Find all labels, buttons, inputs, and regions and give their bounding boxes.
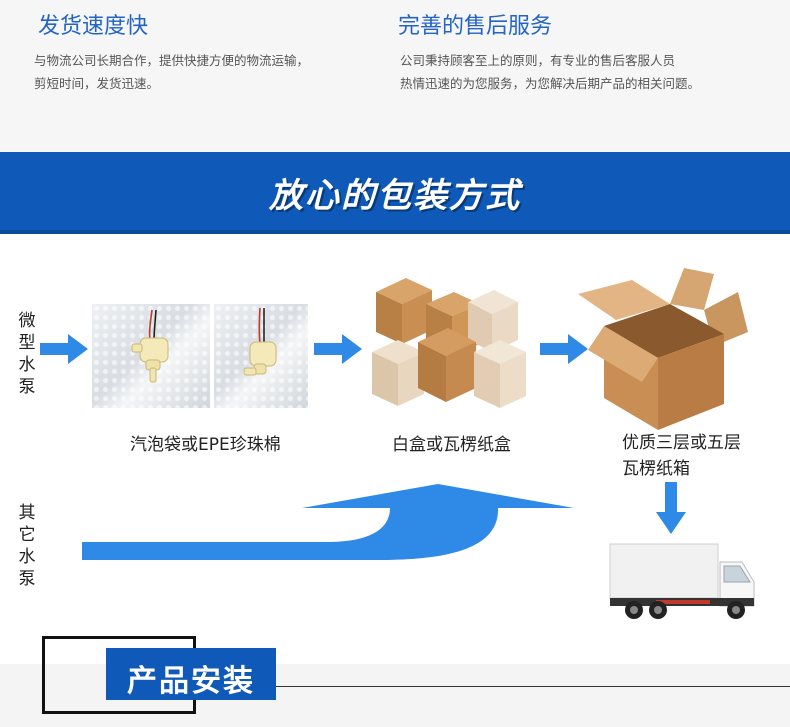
epe-foam-photo	[214, 304, 308, 408]
white-box-icon	[468, 290, 518, 352]
row1-label-char: 微	[18, 311, 36, 331]
service-title-aftersales: 完善的售后服务	[398, 14, 553, 39]
step1-caption: 汽泡袋或EPE珍珠棉	[130, 435, 281, 455]
kraft-box-icon	[418, 328, 476, 402]
pump-in-bubble-icon	[131, 309, 169, 383]
banner-title: 放心的包装方式	[269, 176, 521, 216]
packaging-banner: 放心的包装方式	[0, 152, 790, 234]
pump-in-foam-icon	[243, 307, 277, 376]
small-boxes-image	[372, 278, 526, 408]
service-desc-aftersales-line1: 公司秉持顾客至上的原则，有专业的售后客服人员	[400, 53, 676, 68]
row2-label-char: 其	[18, 503, 36, 523]
packaging-flow: 微 型 水 泵	[0, 236, 790, 664]
row2-label-char: 它	[18, 525, 36, 545]
row1-label-char: 泵	[18, 377, 36, 397]
row1-label-char: 型	[18, 333, 36, 353]
row2-label-char: 泵	[18, 569, 36, 589]
install-title: 产品安装	[127, 664, 255, 699]
arrow-down-icon	[656, 482, 686, 534]
service-desc-shipping-line2: 剪短时间，发货迅速。	[34, 76, 160, 91]
carton-front	[658, 334, 724, 430]
carton-flap	[578, 280, 670, 320]
carton-flap	[670, 268, 714, 310]
corrugated-carton-image	[578, 268, 748, 430]
service-section: 发货速度快 与物流公司长期合作，提供快捷方便的物流运输， 剪短时间，发货迅速。 …	[0, 0, 790, 152]
service-title-shipping: 发货速度快	[38, 14, 149, 39]
delivery-truck-image	[609, 543, 755, 619]
truck-window	[723, 565, 751, 583]
truck-side-bar	[656, 600, 710, 604]
row1-label: 微 型 水 泵	[16, 310, 38, 398]
service-desc-shipping-line1: 与物流公司长期合作，提供快捷方便的物流运输，	[34, 53, 310, 68]
white-box-icon	[372, 340, 424, 406]
step3-caption-line1: 优质三层或五层	[622, 433, 741, 453]
row2-label-char: 水	[18, 547, 36, 567]
row1-label-char: 水	[18, 355, 36, 375]
arrow-right-icon	[314, 334, 362, 364]
bent-arrow-icon	[82, 484, 574, 560]
bubble-wrap-photo	[92, 304, 210, 408]
install-heading-tag: 产品安装	[106, 648, 276, 700]
kraft-box-icon	[376, 278, 432, 344]
step3-caption-line2: 瓦楞纸箱	[622, 459, 690, 479]
white-box-icon	[474, 340, 526, 408]
carton-inside	[604, 304, 724, 358]
row2-label: 其 它 水 泵	[16, 502, 38, 590]
step2-caption: 白盒或瓦楞纸盒	[392, 435, 511, 455]
truck-cargo-box	[609, 543, 719, 599]
arrow-right-icon	[540, 334, 588, 364]
carton-flap	[588, 326, 658, 382]
install-divider	[276, 686, 790, 687]
arrow-right-icon	[40, 334, 88, 364]
service-desc-aftersales-line2: 热情迅速的为您服务，为您解决后期产品的相关问题。	[400, 76, 701, 91]
